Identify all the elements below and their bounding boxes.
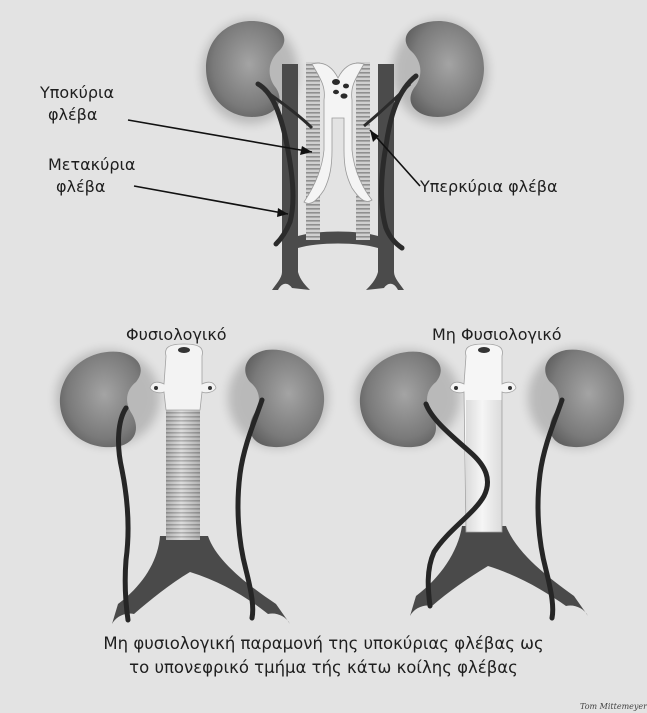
illustrator-signature: Tom Mittemeyer <box>580 702 647 711</box>
figure-caption-line-1: Μη φυσιολογική παραμονή της υποκύριας φλ… <box>0 632 647 655</box>
normal-ivc-diagram <box>56 344 328 624</box>
subcardinal-label: Υποκύρια φλέβα <box>40 82 114 126</box>
abnormal-label: Μη Φυσιολογικό <box>432 324 562 346</box>
embryonic-veins-diagram <box>202 20 488 290</box>
supracardinal-label: Υπερκύρια φλέβα <box>420 176 558 198</box>
postcardinal-label: Μετακύρια φλέβα <box>48 154 135 198</box>
normal-label: Φυσιολογικό <box>126 324 227 346</box>
subcardinal-label-line-1: Υποκύρια <box>40 82 114 104</box>
figure-caption-line-2: το υπονεφρικό τμήμα τής κάτω κοίλης φλέβ… <box>0 656 647 679</box>
postcardinal-label-line-2: φλέβα <box>48 176 135 198</box>
abnormal-iliac-bifurcation <box>410 526 588 616</box>
supracardinal-leader <box>370 130 420 186</box>
subcardinal-label-line-2: φλέβα <box>40 104 114 126</box>
normal-iliac-bifurcation <box>112 536 290 624</box>
supracardinal-vein-right <box>356 62 370 240</box>
postcardinal-leader <box>134 186 288 214</box>
postcardinal-label-line-1: Μετακύρια <box>48 154 135 176</box>
abnormal-ivc-diagram <box>356 344 628 618</box>
